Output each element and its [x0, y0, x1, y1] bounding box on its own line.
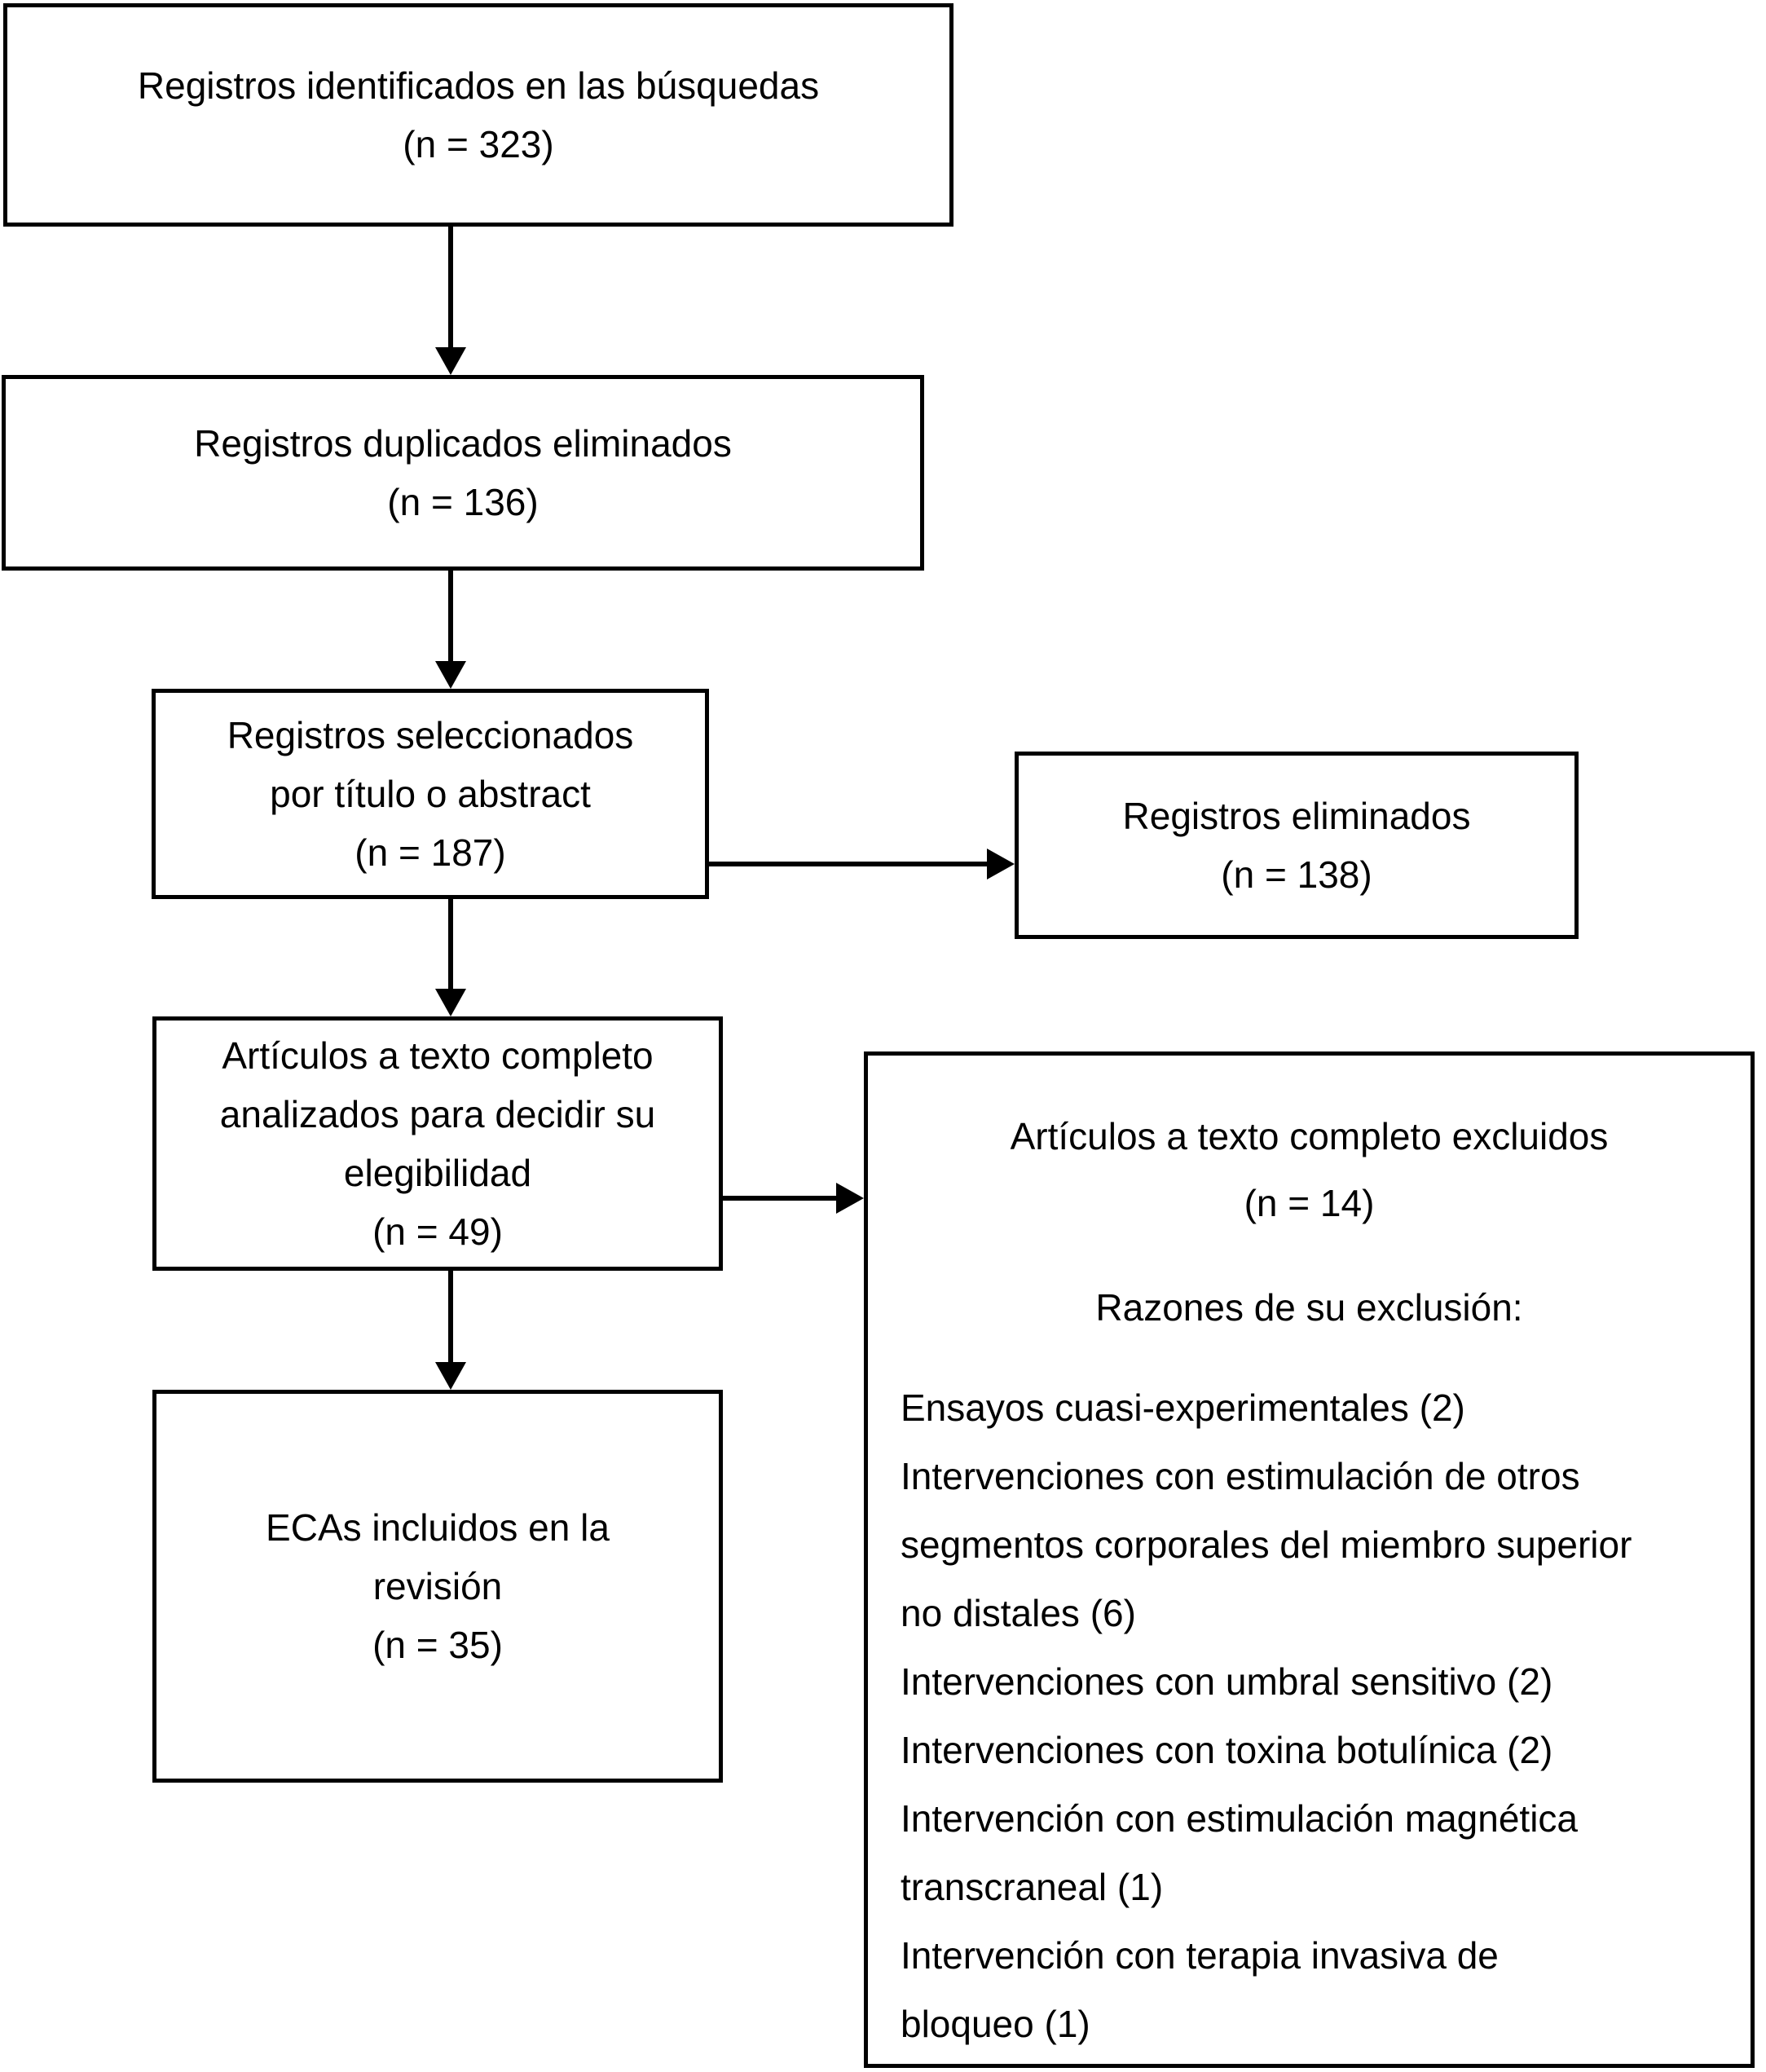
box-text-line: (n = 35)	[372, 1624, 503, 1666]
arrow-down-identified-to-duplicates	[435, 227, 466, 375]
box-text-line: elegibilidad	[343, 1152, 532, 1194]
reason-line: Intervenciones con umbral sensitivo (2)	[901, 1660, 1553, 1703]
arrow-right-fulltext-to-excluded	[723, 1183, 864, 1214]
reason-line: Intervención con terapia invasiva de	[901, 1934, 1499, 1977]
arrow-down-fulltext-to-included	[435, 1271, 466, 1390]
arrow-shaft	[448, 1271, 453, 1362]
excluded-title-line: Artículos a texto completo excluidos	[1010, 1115, 1609, 1157]
reason-line: Intervenciones con estimulación de otros	[901, 1455, 1580, 1497]
box-text-line: Registros seleccionados	[227, 714, 634, 756]
arrow-right-head-icon	[987, 849, 1015, 879]
reason-line: transcraneal (1)	[901, 1866, 1164, 1908]
box-text-line: ECAs incluidos en la	[266, 1506, 610, 1549]
arrow-shaft	[448, 899, 453, 989]
box-text-line: Registros eliminados	[1122, 795, 1471, 837]
arrow-down-head-icon	[435, 1362, 466, 1390]
arrow-down-screened-to-fulltext	[435, 899, 466, 1016]
reason-line: no distales (6)	[901, 1592, 1136, 1634]
box-duplicates-removed: Registros duplicados eliminados (n = 136…	[2, 375, 924, 571]
box-fulltext-excluded-reasons: Artículos a texto completo excluidos (n …	[864, 1051, 1755, 2068]
spacer	[897, 1341, 1721, 1373]
box-text-line: (n = 138)	[1221, 853, 1372, 896]
box-records-screened: Registros seleccionados por título o abs…	[152, 689, 709, 899]
arrow-down-head-icon	[435, 989, 466, 1016]
box-text-line: revisión	[372, 1565, 503, 1607]
arrow-right-screened-to-eliminated	[708, 849, 1015, 879]
box-text-line: (n = 323)	[403, 123, 554, 165]
reason-line: Intervenciones con toxina botulínica (2)	[901, 1729, 1553, 1771]
spacer	[897, 1237, 1721, 1274]
arrow-down-head-icon	[435, 347, 466, 375]
box-fulltext-assessed: Artículos a texto completo analizados pa…	[152, 1016, 723, 1271]
box-text-line: por título o abstract	[270, 773, 591, 815]
reason-line: Intervención con estimulación magnética	[901, 1797, 1579, 1840]
arrow-down-head-icon	[435, 661, 466, 689]
arrow-shaft	[448, 571, 453, 661]
arrow-shaft	[723, 1196, 836, 1201]
box-text-line: Registros duplicados eliminados	[194, 422, 732, 465]
box-records-identified: Registros identificados en las búsquedas…	[3, 3, 953, 227]
box-text-line: analizados para decidir su	[219, 1093, 656, 1135]
excluded-count-line: (n = 14)	[1244, 1182, 1375, 1224]
box-records-eliminated: Registros eliminados (n = 138)	[1015, 752, 1579, 939]
box-text-line: (n = 49)	[372, 1210, 503, 1253]
arrow-shaft	[708, 862, 987, 866]
box-rcts-included: ECAs incluidos en la revisión (n = 35)	[152, 1390, 723, 1783]
arrow-shaft	[448, 227, 453, 347]
box-text-line: (n = 136)	[387, 481, 539, 523]
reasons-heading: Razones de su exclusión:	[1095, 1286, 1523, 1329]
arrow-right-head-icon	[836, 1183, 864, 1214]
box-text-line: Artículos a texto completo	[222, 1034, 654, 1077]
box-text-line: Registros identificados en las búsquedas	[137, 64, 820, 107]
reason-line: Ensayos cuasi-experimentales (2)	[901, 1386, 1465, 1429]
reason-line: segmentos corporales del miembro superio…	[901, 1523, 1632, 1566]
arrow-down-duplicates-to-screened	[435, 571, 466, 689]
reason-line: bloqueo (1)	[901, 2003, 1090, 2045]
box-text-line: (n = 187)	[355, 831, 506, 874]
